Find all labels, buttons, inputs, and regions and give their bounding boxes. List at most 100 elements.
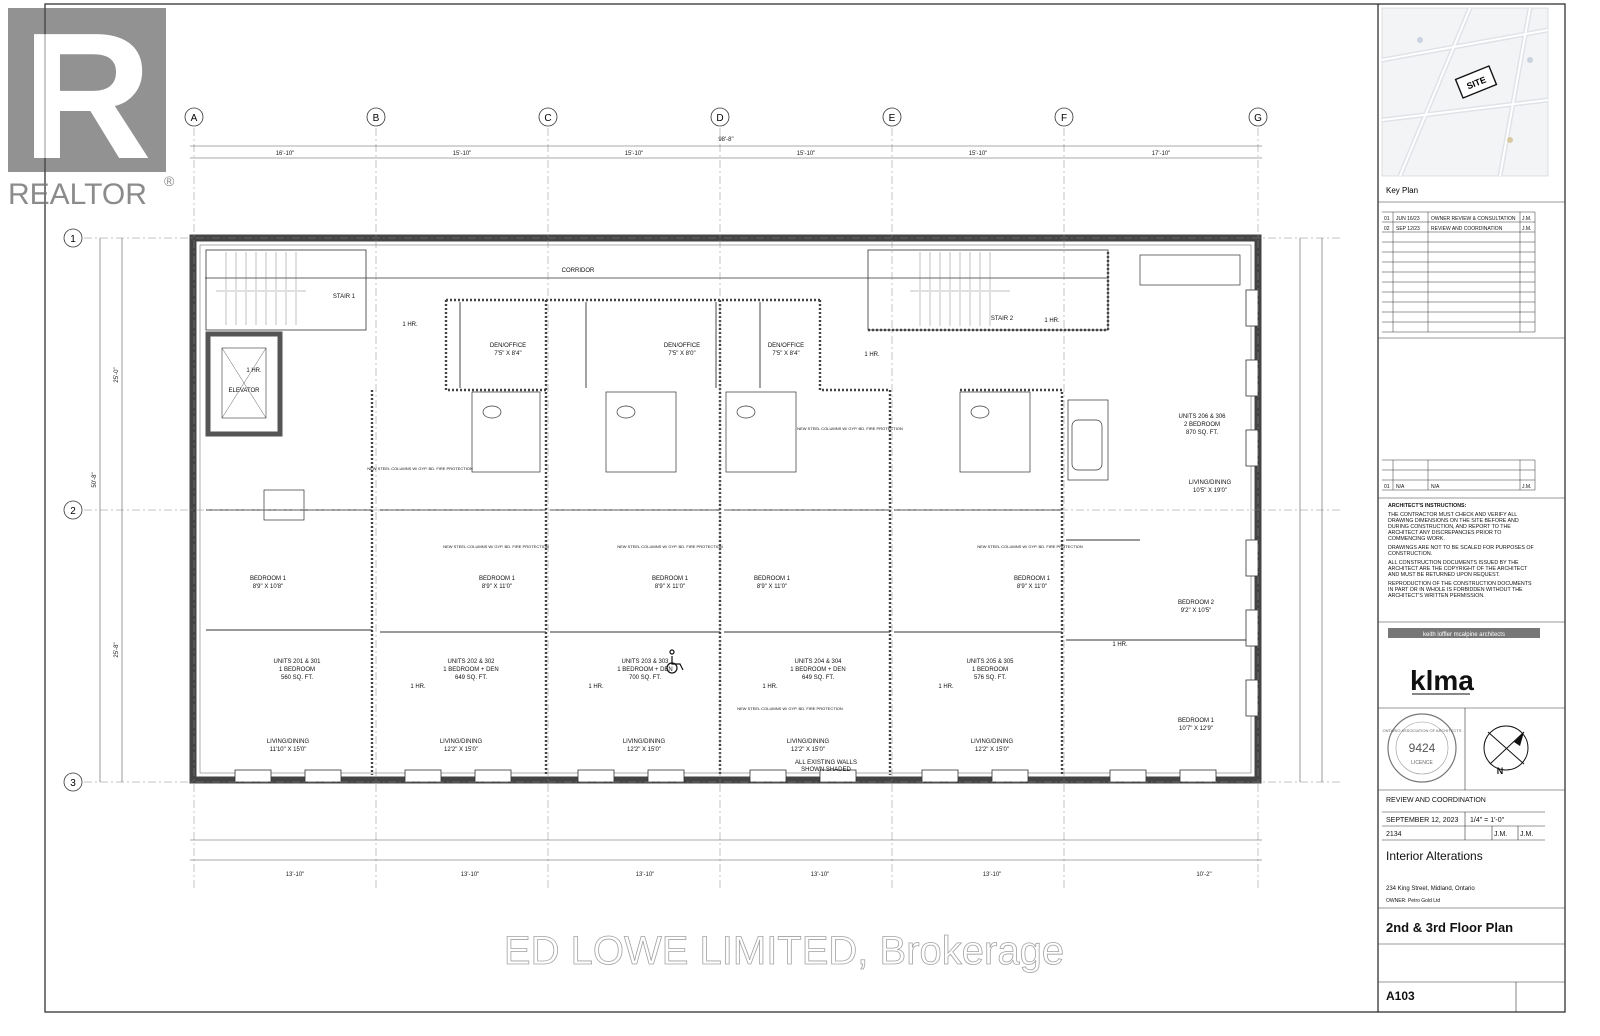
grid-bubble-1: 1 xyxy=(70,234,76,245)
checked-by: J.M. xyxy=(1520,831,1533,838)
drawing-scale: 1/4" = 1'-0" xyxy=(1470,817,1505,824)
revision-1-no: 01 xyxy=(1384,216,1390,222)
den-3-name: DEN/OFFICE xyxy=(768,343,804,349)
dim-bottom-bay-2: 13'-10" xyxy=(461,872,480,878)
living-f-size: 10'5" X 19'0" xyxy=(1193,488,1227,494)
dim-top-bay-2: 15'-10" xyxy=(453,151,472,157)
dim-bottom-bay-6: 10'-2" xyxy=(1196,872,1211,878)
unit-b-name: UNITS 202 & 302 xyxy=(447,659,495,665)
elevator-shaft xyxy=(205,331,283,437)
bedroom-b-size: 8'9" X 11'0" xyxy=(482,584,512,590)
dim-bottom-bay-5: 13'-10" xyxy=(983,872,1002,878)
dim-top-bay-1: 16'-10" xyxy=(276,151,295,157)
realtor-wordmark: REALTOR xyxy=(8,178,147,211)
project-name: Interior Alterations xyxy=(1386,849,1483,863)
den-1-size: 7'5" X 8'4" xyxy=(494,351,521,357)
bedroom-a-name: BEDROOM 1 xyxy=(250,576,287,582)
project-number: 2134 xyxy=(1386,831,1402,838)
den-1-name: DEN/OFFICE xyxy=(490,343,526,349)
drawing-date: SEPTEMBER 12, 2023 xyxy=(1386,817,1458,824)
stair-2-label: STAIR 2 xyxy=(991,316,1014,322)
unit-c-name: UNITS 203 & 303 xyxy=(621,659,669,665)
seal-org: ONTARIO ASSOCIATION OF ARCHITECTS xyxy=(1383,728,1462,733)
sheet-border xyxy=(44,3,1566,1013)
unit-e-type: 1 BEDROOM xyxy=(972,667,1008,673)
living-a-name: LIVING/DINING xyxy=(267,739,310,745)
revision-1-by: J.M. xyxy=(1522,216,1531,222)
living-d-name: LIVING/DINING xyxy=(787,739,830,745)
dim-top-bay-6: 17'-10" xyxy=(1152,151,1171,157)
steel-column-note: NEW STEEL COLUMNS W/ GYP. BD. FIRE PROTE… xyxy=(443,544,549,549)
drawn-by: J.M. xyxy=(1494,831,1507,838)
unit-e-name: UNITS 205 & 305 xyxy=(966,659,1014,665)
grid-bubble-f: F xyxy=(1061,113,1067,124)
seal-number: 9424 xyxy=(1409,741,1436,755)
revision-1-date: JUN 16/23 xyxy=(1396,216,1420,222)
grid-bubble-e: E xyxy=(889,113,896,124)
title-block: SITE Key Plan 01 JUN 16/23 OW xyxy=(1378,7,1565,499)
den-2-name: DEN/OFFICE xyxy=(664,343,700,349)
grid-bubble-3: 3 xyxy=(70,778,76,789)
realtor-logo-letter: R xyxy=(22,0,152,197)
living-e-name: LIVING/DINING xyxy=(971,739,1014,745)
project-owner: OWNER: Petro Gold Ltd xyxy=(1386,898,1440,904)
unit-b-type: 1 BEDROOM + DEN xyxy=(443,667,499,673)
steel-column-note: NEW STEEL COLUMNS W/ GYP. BD. FIRE PROTE… xyxy=(737,706,843,711)
unit-a-type: 1 BEDROOM xyxy=(279,667,315,673)
issue-date: N/A xyxy=(1396,484,1405,490)
fire-rating-label: 1 HR. xyxy=(588,684,604,690)
bedroom-d-name: BEDROOM 1 xyxy=(754,576,791,582)
steel-column-note: NEW STEEL COLUMNS W/ GYP. BD. FIRE PROTE… xyxy=(367,466,473,471)
seal-licence: LICENCE xyxy=(1411,760,1433,766)
unit-e-area: 576 SQ. FT. xyxy=(974,675,1006,681)
revision-2-by: J.M. xyxy=(1522,226,1531,232)
dim-left-lower: 25'-8" xyxy=(114,642,120,657)
issue-desc: N/A xyxy=(1431,484,1440,490)
drawing-title: 2nd & 3rd Floor Plan xyxy=(1386,920,1513,935)
unit-d-area: 649 SQ. FT. xyxy=(802,675,834,681)
fire-rating-label: 1 HR. xyxy=(864,352,880,358)
unit-d-type: 1 BEDROOM + DEN xyxy=(790,667,846,673)
drawing-status: REVIEW AND COORDINATION xyxy=(1386,797,1486,804)
bedroom-c-size: 8'9" X 11'0" xyxy=(655,584,685,590)
project-address: 234 King Street, Midland, Ontario xyxy=(1386,886,1475,892)
dimension-lines xyxy=(99,145,1323,861)
living-c-size: 12'2" X 15'0" xyxy=(627,747,661,753)
revision-1-desc: OWNER REVIEW & CONSULTATION xyxy=(1431,216,1516,222)
bedroom-f2-name: BEDROOM 2 xyxy=(1178,600,1215,606)
living-e-size: 12'2" X 15'0" xyxy=(975,747,1009,753)
firm-banner xyxy=(1388,628,1540,638)
issue-no: 01 xyxy=(1384,484,1390,490)
bedroom-e-size: 8'9" X 11'0" xyxy=(1017,584,1047,590)
bedroom-e-name: BEDROOM 1 xyxy=(1014,576,1051,582)
existing-walls-note: ALL EXISTING WALLS xyxy=(795,760,857,766)
grid-bubble-g: G xyxy=(1254,113,1262,124)
issue-by: J.M. xyxy=(1522,484,1531,490)
unit-f-area: 870 SQ. FT. xyxy=(1186,430,1218,436)
fire-rating-label: 1 HR. xyxy=(938,684,954,690)
north-label: N xyxy=(1497,766,1504,776)
steel-column-note: NEW STEEL COLUMNS W/ GYP. BD. FIRE PROTE… xyxy=(977,544,1083,549)
realtor-logo: R xyxy=(8,0,166,197)
stair-1-label: STAIR 1 xyxy=(333,294,356,300)
grid-bubble-2: 2 xyxy=(70,506,76,517)
instruction-3: ALL CONSTRUCTION DOCUMENTS ISSUED BY THE… xyxy=(1388,560,1528,578)
bedroom-d-size: 8'9" X 11'0" xyxy=(757,584,787,590)
grid-row-bubbles: 1 2 3 xyxy=(63,228,83,792)
plan-linework xyxy=(84,128,1340,890)
dim-bottom-bay-1: 13'-10" xyxy=(286,872,305,878)
bedroom-a-size: 8'9" X 10'8" xyxy=(253,584,284,590)
bedroom-f1-name: BEDROOM 1 xyxy=(1178,718,1215,724)
existing-walls-note: SHOWN SHADED xyxy=(801,767,851,773)
revision-2-no: 02 xyxy=(1384,226,1390,232)
bedroom-f1-size: 10'7" X 12'9" xyxy=(1179,726,1213,732)
fire-rating-label: 1 HR. xyxy=(410,684,426,690)
grid-bubble-b: B xyxy=(373,113,380,124)
instruction-4: REPRODUCTION OF THE CONSTRUCTION DOCUMEN… xyxy=(1388,581,1532,599)
firm-name: keith loffler mcalpine architects xyxy=(1423,632,1505,638)
living-a-size: 11'10" X 15'0" xyxy=(270,747,307,753)
instructions-title: ARCHITECT'S INSTRUCTIONS: xyxy=(1388,503,1467,509)
steel-column-note: NEW STEEL COLUMNS W/ GYP. BD. FIRE PROTE… xyxy=(797,426,903,431)
sheet-number: A103 xyxy=(1386,989,1415,1003)
dim-bottom-bay-4: 13'-10" xyxy=(811,872,830,878)
